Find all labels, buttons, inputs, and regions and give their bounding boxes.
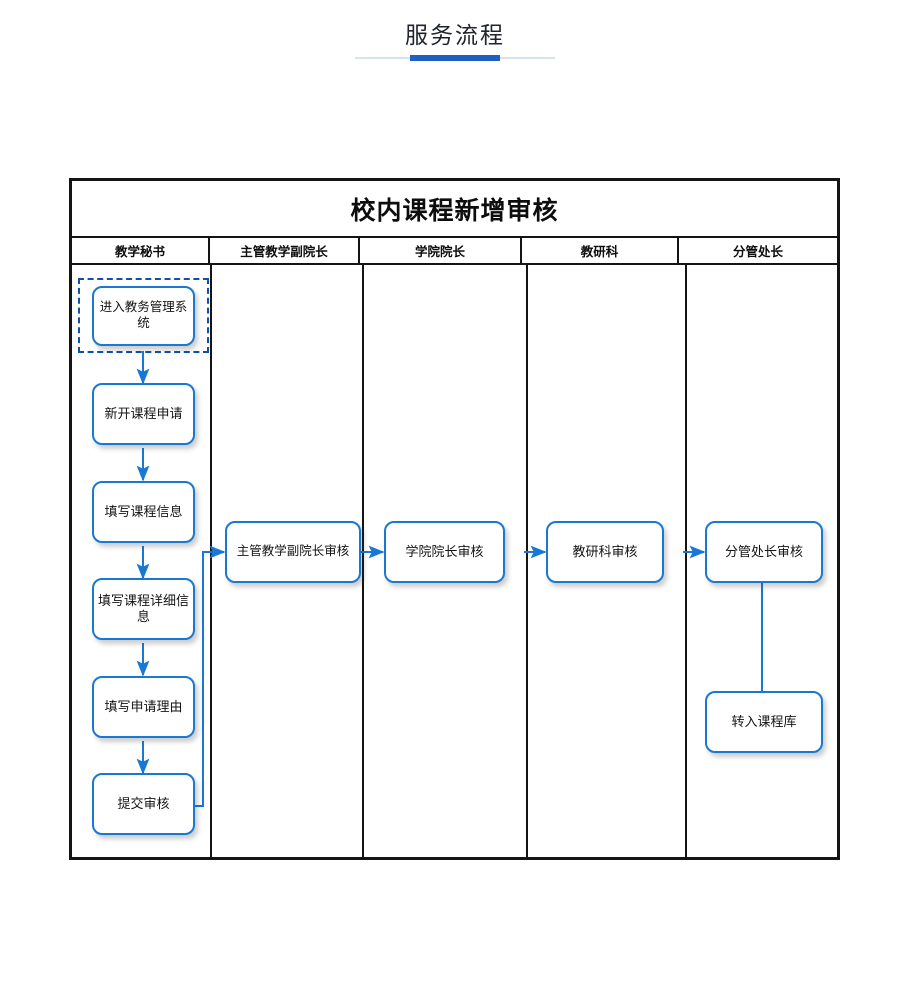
flow-connectors	[136, 351, 769, 807]
lane-dividers	[72, 265, 837, 857]
node-fill-course-info[interactable]: 填写课程信息	[92, 481, 195, 543]
node-fill-course-detail[interactable]: 填写课程详细信息	[92, 578, 195, 640]
page-header: 服务流程	[0, 0, 910, 80]
lane-header-fenguanchuzhang: 分管处长	[732, 245, 783, 259]
header-divider-accent	[410, 55, 500, 61]
flowchart-title-row: 校内课程新增审核	[72, 181, 837, 238]
flowchart-title: 校内课程新增审核	[350, 196, 559, 225]
selection-ring-enter-system	[78, 278, 209, 353]
lane-header-jiaoxuemishu: 教学秘书	[72, 238, 210, 263]
lane-divider-4	[685, 265, 687, 857]
lane-header-row: 教学秘书 主管教学副院长 学院院长 教研科 分管处长	[72, 238, 837, 265]
lane-header-xueyuanyuanzhang: 学院院长	[360, 238, 522, 263]
lane-divider-2	[362, 265, 364, 857]
node-submit-review[interactable]: 提交审核	[92, 773, 195, 835]
page-title: 服务流程	[405, 22, 505, 48]
lane-divider-1	[210, 265, 212, 857]
flowchart-frame: 校内课程新增审核 教学秘书 主管教学副院长 学院院长 教研科 分管处长	[69, 178, 840, 860]
node-dean-review[interactable]: 学院院长审核	[384, 521, 505, 583]
node-vice-dean-review[interactable]: 主管教学副院长审核	[225, 521, 361, 583]
connector-submit-to-vicedean	[191, 545, 226, 807]
lane-header-jiaoyanke: 教研科	[522, 238, 679, 263]
node-enter-system[interactable]: 进入教务管理系统	[92, 286, 195, 346]
node-fill-reason[interactable]: 填写申请理由	[92, 676, 195, 738]
node-into-course-library[interactable]: 转入课程库	[705, 691, 823, 753]
lane-header-zhuguanjiaoxuefuyuanzhang: 主管教学副院长	[210, 238, 360, 263]
node-section-review[interactable]: 教研科审核	[546, 521, 664, 583]
node-new-course-apply[interactable]: 新开课程申请	[92, 383, 195, 445]
node-director-review[interactable]: 分管处长审核	[705, 521, 823, 583]
lane-divider-3	[526, 265, 528, 857]
